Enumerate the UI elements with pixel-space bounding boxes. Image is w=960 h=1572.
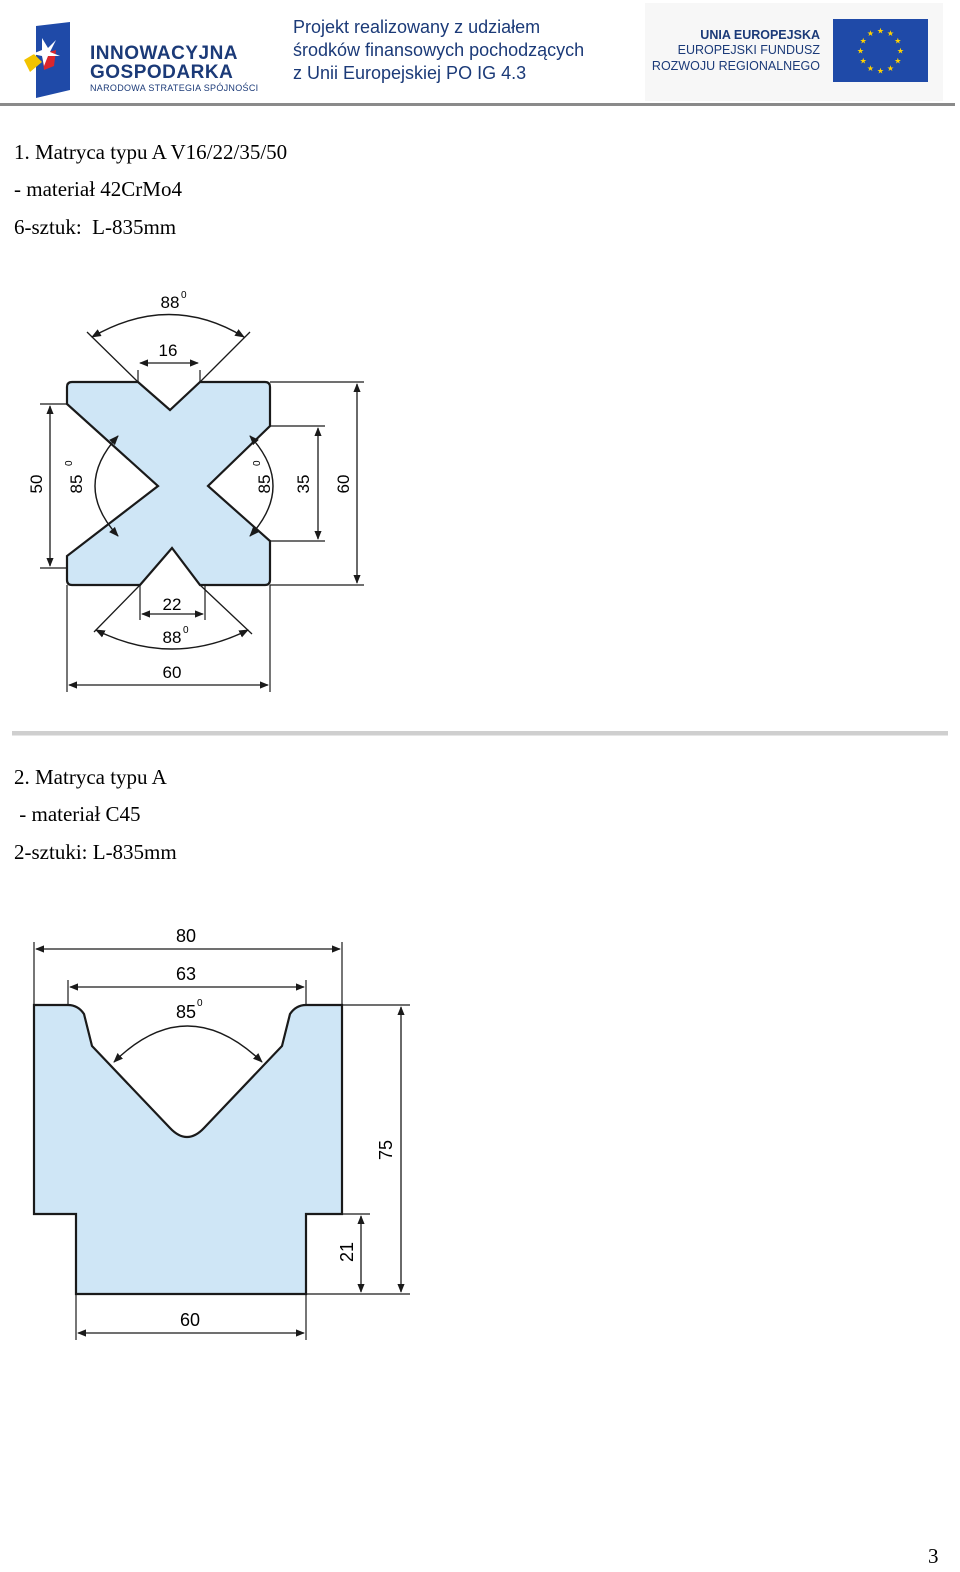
logo-line-innowacyjna: INNOWACYJNA: [90, 43, 239, 64]
die-drawing-1: 88 0 16 50 85 85 35 60 22 88 0 60 0 0: [27, 290, 364, 692]
section2-material: - materiał C45: [14, 802, 141, 826]
dim-top-angle: 88: [161, 293, 180, 312]
eu-star-icon: ★: [877, 27, 884, 36]
dim-top-width: 16: [159, 341, 178, 360]
die-drawing-2: 80 63 85 0 75 21 60: [32, 926, 410, 1340]
dim-total-width: 60: [163, 663, 182, 682]
section1-material: - materiał 42CrMo4: [14, 177, 182, 201]
innowacyjna-gospodarka-logo: INNOWACYJNA GOSPODARKA NARODOWA STRATEGI…: [20, 20, 265, 100]
die-profile-1: [65, 380, 272, 587]
dim-right-angle-degree: 0: [252, 460, 263, 466]
eu-star-icon: ★: [887, 64, 894, 73]
section2-title: 2. Matryca typu A: [14, 765, 167, 789]
dim-right-angle: 85: [255, 475, 274, 494]
section1-quantity: 6-sztuk: L-835mm: [14, 215, 177, 239]
eu-line-2: EUROPEJSKI FUNDUSZ: [677, 43, 820, 57]
eu-logo: UNIA EUROPEJSKA EUROPEJSKI FUNDUSZ ROZWO…: [645, 3, 943, 101]
section2-quantity: 2-sztuki: L-835mm: [14, 840, 177, 864]
eu-star-icon: ★: [877, 67, 884, 76]
eu-star-icon: ★: [860, 37, 867, 46]
dim2-total-width: 80: [176, 926, 196, 946]
dim-left-angle: 85: [67, 475, 86, 494]
dim2-angle: 85: [176, 1002, 196, 1022]
die-profile-2: [32, 1003, 344, 1296]
dim-bottom-angle: 88: [163, 628, 182, 647]
page-header: INNOWACYJNA GOSPODARKA NARODOWA STRATEGI…: [0, 0, 960, 108]
project-funding-note: Projekt realizowany z udziałem środków f…: [293, 16, 633, 85]
dim-top-angle-degree: 0: [181, 290, 187, 301]
dim-bottom-angle-degree: 0: [183, 625, 189, 636]
logo-line-strategia: NARODOWA STRATEGIA SPÓJNOŚCI: [90, 83, 259, 93]
project-line-1: Projekt realizowany z udziałem: [293, 17, 541, 37]
dim-left-height: 50: [27, 475, 46, 494]
eu-star-icon: ★: [894, 57, 901, 66]
page-number: 3: [928, 1544, 939, 1568]
dim-bottom-width: 22: [163, 595, 182, 614]
eu-star-icon: ★: [857, 47, 864, 56]
eu-star-icon: ★: [867, 64, 874, 73]
logo-line-gospodarka: GOSPODARKA: [90, 62, 234, 83]
header-divider: [0, 103, 955, 106]
dim-total-height: 60: [334, 475, 353, 494]
dim2-inner-width: 63: [176, 964, 196, 984]
dim2-base-width: 60: [180, 1310, 200, 1330]
ig-emblem-icon: [24, 22, 70, 98]
eu-flag-icon: ★★★★★★★★★★★★: [833, 19, 928, 82]
dim2-angle-degree: 0: [197, 998, 203, 1009]
dim2-total-height: 75: [376, 1140, 396, 1160]
eu-line-1: UNIA EUROPEJSKA: [700, 28, 820, 42]
eu-star-icon: ★: [897, 47, 904, 56]
section-separator: [12, 731, 948, 736]
dim2-base-height: 21: [337, 1242, 357, 1262]
eu-star-icon: ★: [860, 57, 867, 66]
dim-left-angle-degree: 0: [64, 460, 75, 466]
eu-star-icon: ★: [867, 29, 874, 38]
project-line-3: z Unii Europejskiej PO IG 4.3: [293, 63, 527, 83]
eu-star-icon: ★: [894, 37, 901, 46]
eu-line-3: ROZWOJU REGIONALNEGO: [651, 59, 820, 73]
project-line-2: środków finansowych pochodzących: [293, 40, 585, 60]
eu-star-icon: ★: [887, 29, 894, 38]
section1-title: 1. Matryca typu A V16/22/35/50: [14, 140, 288, 164]
dim-right-height: 35: [294, 475, 313, 494]
